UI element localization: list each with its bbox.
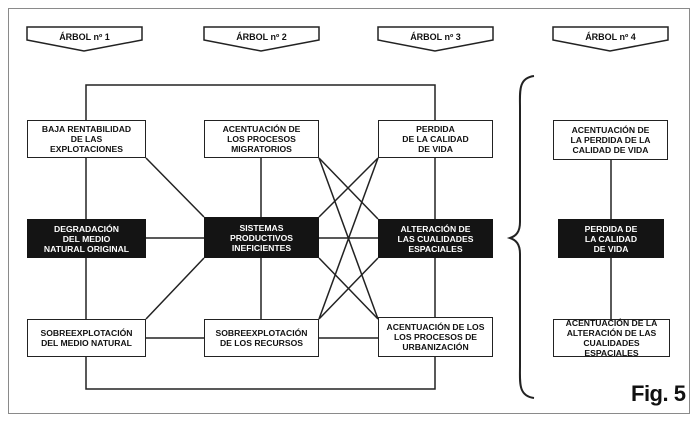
box-degradacion-medio: DEGRADACIÓN DEL MEDIO NATURAL ORIGINAL: [27, 219, 146, 258]
box-sobreexplotacion-recursos: SOBREEXPLOTACIÓN DE LOS RECURSOS: [204, 319, 319, 357]
header-tree-3: ÁRBOL nº 3: [410, 32, 461, 42]
box-acentuacion-migratorios: ACENTUACIÓN DE LOS PROCESOS MIGRATORIOS: [204, 120, 319, 158]
header-arrow-4: [552, 26, 669, 52]
box-sistemas-productivos: SISTEMAS PRODUCTIVOS INEFICIENTES: [204, 217, 319, 258]
box-acentuacion-urbanizacion: ACENTUACIÓN DE LOS LOS PROCESOS DE URBAN…: [378, 317, 493, 357]
figure-frame: [8, 8, 690, 414]
curly-brace: [506, 75, 535, 399]
figure-label: Fig. 5: [631, 381, 686, 406]
box-acentuacion-perdida: ACENTUACIÓN DE LA PERDIDA DE LA CALIDAD …: [553, 120, 668, 160]
diag-c-bl: [145, 257, 205, 320]
diag-c-tl: [145, 157, 205, 218]
loop-bottom: [85, 357, 436, 390]
header-tree-4: ÁRBOL nº 4: [585, 32, 636, 42]
diag-x2: [318, 157, 379, 220]
box-acentuacion-alteracion: ACENTUACIÓN DE LA ALTERACIÓN DE LAS CUAL…: [553, 318, 670, 358]
header-arrow-3: [377, 26, 494, 52]
box-alteracion-cualidades: ALTERACIÓN DE LAS CUALIDADES ESPACIALES: [378, 219, 493, 258]
box-perdida-calidad-vida-4: PERDIDA DE LA CALIDAD DE VIDA: [558, 219, 664, 258]
header-arrow-1: [26, 26, 143, 52]
diag-x4: [318, 257, 379, 320]
header-banners: [26, 26, 669, 52]
header-arrow-2: [203, 26, 320, 52]
diag-x3: [318, 157, 379, 320]
box-baja-rentabilidad: BAJA RENTABILIDAD DE LAS EXPLOTACIONES: [27, 120, 146, 158]
loop-top: [85, 84, 436, 120]
box-perdida-calidad-vida: PERDIDA DE LA CALIDAD DE VIDA: [378, 120, 493, 158]
header-tree-1: ÁRBOL nº 1: [59, 32, 110, 42]
header-tree-2: ÁRBOL nº 2: [236, 32, 287, 42]
box-sobreexplotacion-medio: SOBREEXPLOTACIÓN DEL MEDIO NATURAL: [27, 319, 146, 357]
